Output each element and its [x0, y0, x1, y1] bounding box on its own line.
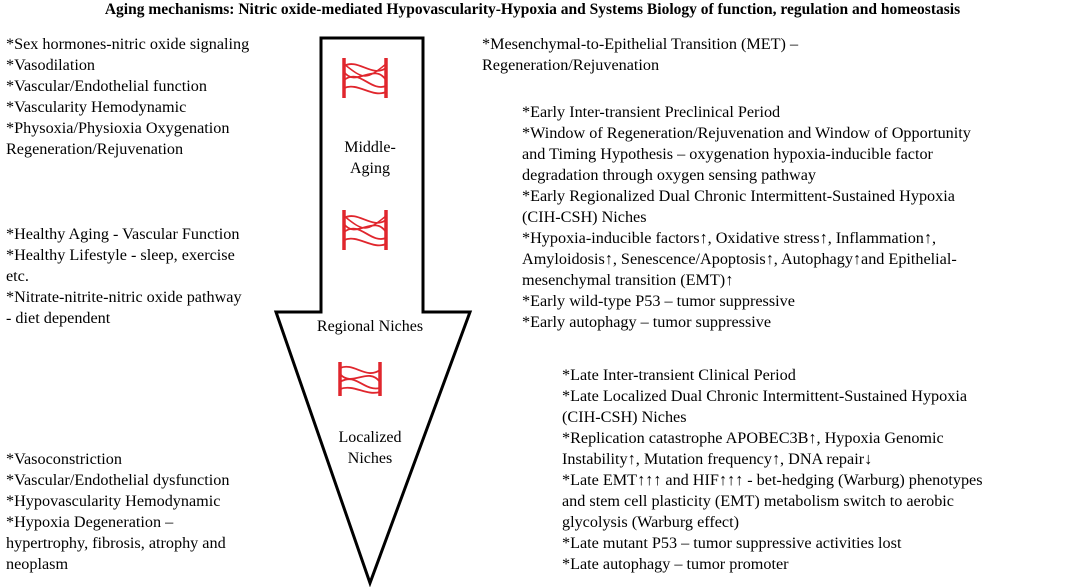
text-line: *Early autophagy – tumor suppressive	[522, 313, 772, 331]
text-line: (CIH-CSH) Niches	[562, 408, 687, 426]
text-line: *Vasodilation	[6, 56, 96, 74]
text-line: Regeneration/Rejuvenation	[482, 56, 660, 74]
text-line: degradation through oxygen sensing pathw…	[522, 166, 817, 184]
text-line: *Early wild-type P53 – tumor suppressive	[522, 292, 795, 310]
text-line: *Early Regionalized Dual Chronic Intermi…	[522, 187, 955, 205]
right-middle-text-block: *Early Inter-transient Preclinical Perio…	[522, 102, 971, 333]
left-middle-text-block: *Healthy Aging - Vascular Function *Heal…	[6, 224, 242, 329]
text-line: glycolysis (Warburg effect)	[562, 513, 740, 531]
regional-niches-label: Regional Niches	[316, 318, 424, 335]
text-line: *Vascular/Endothelial dysfunction	[6, 471, 230, 489]
label-line: Localized	[338, 429, 402, 446]
text-line: *Hypoxia-inducible factors↑, Oxidative s…	[522, 229, 937, 247]
text-line: *Vascularity Hemodynamic	[6, 98, 187, 116]
text-line: *Vascular/Endothelial function	[6, 77, 207, 95]
label-line: Niches	[347, 450, 393, 467]
vessel-network-icon	[342, 210, 388, 250]
text-line: *Nitrate-nitrite-nitric oxide pathway	[6, 288, 242, 306]
text-line: *Late EMT↑↑↑ and HIF↑↑↑ - bet-hedging (W…	[562, 471, 983, 489]
text-line: (CIH-CSH) Niches	[522, 208, 647, 226]
text-line: and stem cell plasticity (EMT) metabolis…	[562, 492, 954, 510]
text-line: *Early Inter-transient Preclinical Perio…	[522, 103, 781, 121]
vessel-network-icon	[338, 362, 382, 396]
text-line: Amyloidosis↑, Senescence/Apoptosis↑, Aut…	[522, 250, 957, 268]
label-line: Aging	[350, 160, 390, 177]
left-top-text-block: *Sex hormones-nitric oxide signaling *Va…	[6, 34, 249, 160]
text-line: *Late mutant P53 – tumor suppressive act…	[562, 534, 902, 552]
text-line: hypertrophy, fibrosis, atrophy and	[6, 534, 226, 552]
localized-niches-label: Localized Niches	[320, 427, 420, 469]
text-line: *Late autophagy – tumor promoter	[562, 555, 789, 573]
text-line: *Sex hormones-nitric oxide signaling	[6, 35, 250, 53]
text-line: *Vasoconstriction	[6, 450, 122, 468]
text-line: mesenchymal transition (EMT)↑	[522, 271, 734, 289]
text-line: - diet dependent	[6, 309, 111, 327]
text-line: and Timing Hypothesis – oxygenation hypo…	[522, 145, 933, 163]
label-line: Middle-	[344, 139, 396, 156]
text-line: *Physoxia/Physioxia Oxygenation	[6, 119, 230, 137]
text-line: *Late Localized Dual Chronic Intermitten…	[562, 387, 968, 405]
text-line: *Hypovascularity Hemodynamic	[6, 492, 221, 510]
text-line: *Mesenchymal-to-Epithelial Transition (M…	[482, 35, 799, 53]
text-line: neoplasm	[6, 555, 69, 573]
text-line: Regeneration/Rejuvenation	[6, 140, 184, 158]
middle-aging-label: Middle- Aging	[320, 137, 420, 179]
text-line: *Hypoxia Degeneration –	[6, 513, 174, 531]
right-top-text-block: *Mesenchymal-to-Epithelial Transition (M…	[482, 34, 798, 76]
text-line: etc.	[6, 267, 29, 285]
text-line: *Healthy Lifestyle - sleep, exercise	[6, 246, 235, 264]
left-bottom-text-block: *Vasoconstriction *Vascular/Endothelial …	[6, 449, 229, 575]
text-line: *Late Inter-transient Clinical Period	[562, 366, 796, 384]
text-line: *Replication catastrophe APOBEC3B↑, Hypo…	[562, 429, 944, 447]
text-line: *Healthy Aging - Vascular Function	[6, 225, 240, 243]
diagram-title: Aging mechanisms: Nitric oxide-mediated …	[104, 1, 961, 18]
vessel-network-icon	[342, 58, 388, 98]
right-bottom-text-block: *Late Inter-transient Clinical Period *L…	[562, 365, 983, 575]
text-line: Instability↑, Mutation frequency↑, DNA r…	[562, 450, 873, 468]
down-arrow-shape	[273, 36, 473, 587]
text-line: *Window of Regeneration/Rejuvenation and…	[522, 124, 971, 142]
